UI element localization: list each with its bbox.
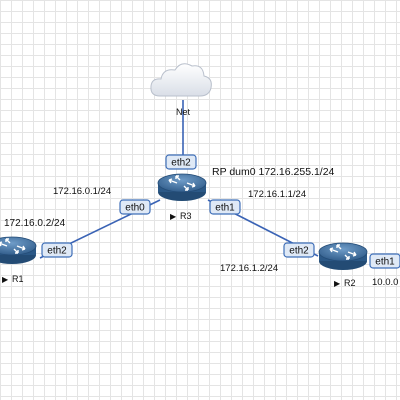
router-icon [157, 173, 207, 202]
router-icon [0, 236, 37, 265]
addr-r2-eth1: 10.0.0 [372, 277, 398, 288]
iface-r3-eth1[interactable]: eth1 [209, 199, 241, 215]
router-label-r1: R1 [12, 274, 24, 284]
router-icon [318, 242, 368, 271]
iface-label: eth2 [171, 158, 191, 169]
iface-r2-eth2[interactable]: eth2 [283, 242, 315, 258]
cloud-net[interactable]: Net [150, 63, 212, 117]
iface-r3-eth2[interactable]: eth2 [165, 154, 197, 170]
iface-label: eth1 [375, 257, 395, 268]
router-play-icon: ▶ [170, 212, 177, 221]
iface-r2-eth1[interactable]: eth1 [369, 253, 400, 269]
router-label-r3: R3 [180, 211, 192, 221]
iface-label: eth1 [215, 203, 235, 214]
iface-label: eth2 [289, 246, 309, 257]
router-play-icon: ▶ [334, 279, 341, 288]
iface-r1-eth2[interactable]: eth2 [41, 242, 73, 258]
router-r3[interactable]: ▶ R3 [157, 173, 207, 221]
addr-r1-eth2: 172.16.0.2/24 [4, 218, 66, 229]
addr-r3-eth0: 172.16.0.1/24 [53, 186, 111, 197]
cloud-label: Net [176, 107, 191, 117]
addr-r2-eth2: 172.16.1.2/24 [220, 263, 278, 274]
addr-rp-dum0: RP dum0 172.16.255.1/24 [212, 166, 335, 178]
router-play-icon: ▶ [2, 275, 9, 284]
router-r2[interactable]: ▶ R2 [318, 242, 368, 288]
router-label-r2: R2 [344, 278, 356, 288]
addr-r3-eth1: 172.16.1.1/24 [248, 189, 306, 200]
router-r1[interactable]: ▶ R1 [0, 236, 37, 284]
iface-label: eth0 [125, 203, 145, 214]
cloud-icon [150, 63, 212, 97]
iface-label: eth2 [47, 246, 67, 257]
iface-r3-eth0[interactable]: eth0 [119, 199, 151, 215]
